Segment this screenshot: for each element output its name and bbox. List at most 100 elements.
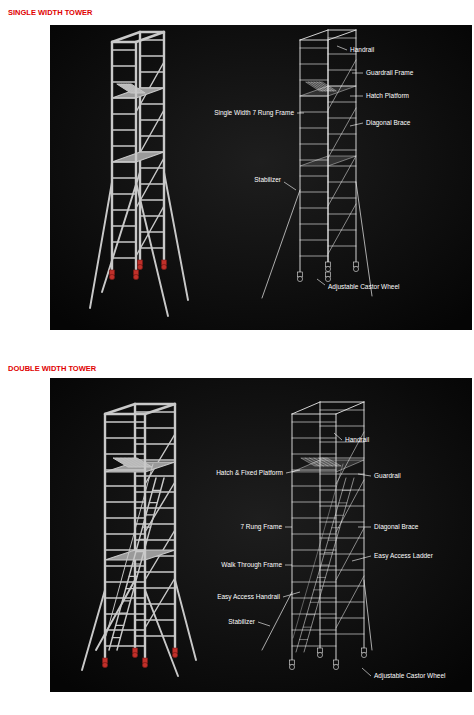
tower-stroke: [292, 454, 336, 455]
tower-stroke: [135, 619, 175, 621]
tower-stroke: [336, 414, 337, 660]
tower-stroke: [328, 540, 336, 541]
tower-stroke: [140, 231, 164, 233]
tower-stroke: [320, 490, 364, 491]
tower-stroke: [105, 437, 145, 439]
tower-stroke: [109, 478, 156, 650]
tower-stroke: [320, 538, 364, 539]
tower-stroke: [300, 48, 328, 49]
part-label: Walk Through Frame: [221, 561, 282, 569]
tower-stroke: [105, 613, 145, 615]
tower-stroke: [300, 128, 328, 129]
tower-stroke: [325, 276, 330, 281]
tower-stroke: [300, 256, 328, 257]
part-label: Stabilizer: [228, 618, 255, 626]
tower-stroke: [311, 82, 325, 91]
tower-stroke: [262, 190, 300, 298]
dark-panel: [50, 25, 472, 330]
tower-stroke: [325, 266, 330, 271]
tower-stroke: [112, 113, 136, 115]
part-label: Handrail: [350, 46, 374, 54]
tower-stroke: [320, 506, 364, 507]
tower-stroke: [292, 566, 336, 567]
tower-stroke: [112, 241, 136, 243]
tower-stroke: [292, 486, 336, 487]
tower-stroke: [126, 588, 134, 589]
tower-stroke: [122, 600, 130, 601]
tower-stroke: [135, 635, 175, 637]
tower-stroke: [105, 517, 145, 519]
tower-stroke: [117, 84, 145, 93]
tower-stroke: [136, 62, 164, 112]
tower-stroke: [328, 182, 356, 183]
tower-stroke: [336, 480, 364, 532]
leader-lines: [258, 46, 371, 676]
tower-stroke: [336, 402, 364, 414]
tower-stroke: [297, 276, 302, 281]
tower-stroke: [333, 664, 338, 669]
tower-stroke: [328, 214, 356, 215]
tower-stroke: [328, 40, 329, 272]
part-label: Easy Access Ladder: [374, 552, 433, 560]
tower-stroke: [328, 30, 356, 40]
tower-stroke: [136, 206, 164, 256]
tower-stroke: [361, 652, 366, 657]
tower-stroke: [356, 182, 372, 296]
tower-stroke: [105, 501, 145, 503]
tower-stroke: [140, 167, 164, 169]
tower-stroke: [121, 458, 136, 467]
tower: [90, 32, 188, 316]
tower-stroke: [303, 627, 311, 628]
tower-stroke: [135, 603, 175, 605]
tower-stroke: [328, 108, 356, 158]
tower-stroke: [135, 42, 137, 270]
tower-stroke: [145, 590, 178, 676]
tower-stroke: [117, 478, 164, 650]
tower-stroke: [320, 402, 321, 648]
tower-stroke: [90, 182, 112, 308]
tower-stroke: [112, 161, 136, 163]
tower-stroke: [145, 482, 175, 532]
tower-stroke: [300, 240, 328, 241]
tower-stroke: [320, 410, 364, 411]
tower-stroke: [112, 129, 136, 131]
tower-stroke: [112, 225, 136, 227]
tower-stroke: [140, 31, 164, 33]
part-label: Hatch Platform: [366, 92, 409, 100]
tower-stroke: [105, 550, 175, 560]
tower-stroke: [105, 581, 145, 583]
tower-stroke: [112, 637, 120, 638]
tower-stroke: [112, 81, 136, 83]
tower-stroke: [105, 597, 145, 599]
tower-stroke: [140, 55, 164, 57]
tower-stroke: [292, 630, 336, 631]
section-title: DOUBLE WIDTH TOWER: [8, 364, 96, 373]
tower-stroke: [353, 266, 358, 271]
tower-stroke: [137, 264, 142, 269]
tower-stroke: [310, 458, 324, 466]
part-label: 7 Rung Frame: [240, 523, 282, 531]
tower-stroke: [292, 550, 336, 551]
tower-stroke: [125, 458, 140, 467]
tower-stroke: [105, 645, 145, 647]
tower-stroke: [112, 49, 136, 51]
tower-stroke: [135, 403, 175, 405]
tower-stroke: [112, 65, 136, 67]
tower-stroke: [143, 527, 151, 528]
tower-stroke: [300, 40, 328, 41]
tower-stroke: [325, 552, 333, 553]
tower-stroke: [140, 199, 164, 201]
tower-stroke: [300, 224, 328, 225]
tower-stroke: [82, 590, 105, 670]
tower-stroke: [140, 215, 164, 217]
tower-stroke: [320, 402, 364, 403]
tower-stroke: [292, 438, 336, 439]
tower-stroke: [132, 652, 137, 657]
tower: [262, 402, 372, 670]
tower-stroke: [305, 458, 319, 466]
tower-stroke: [308, 82, 322, 91]
tower: [82, 404, 196, 676]
tower-stroke: [300, 192, 328, 193]
part-label: Guardrail: [374, 472, 401, 480]
